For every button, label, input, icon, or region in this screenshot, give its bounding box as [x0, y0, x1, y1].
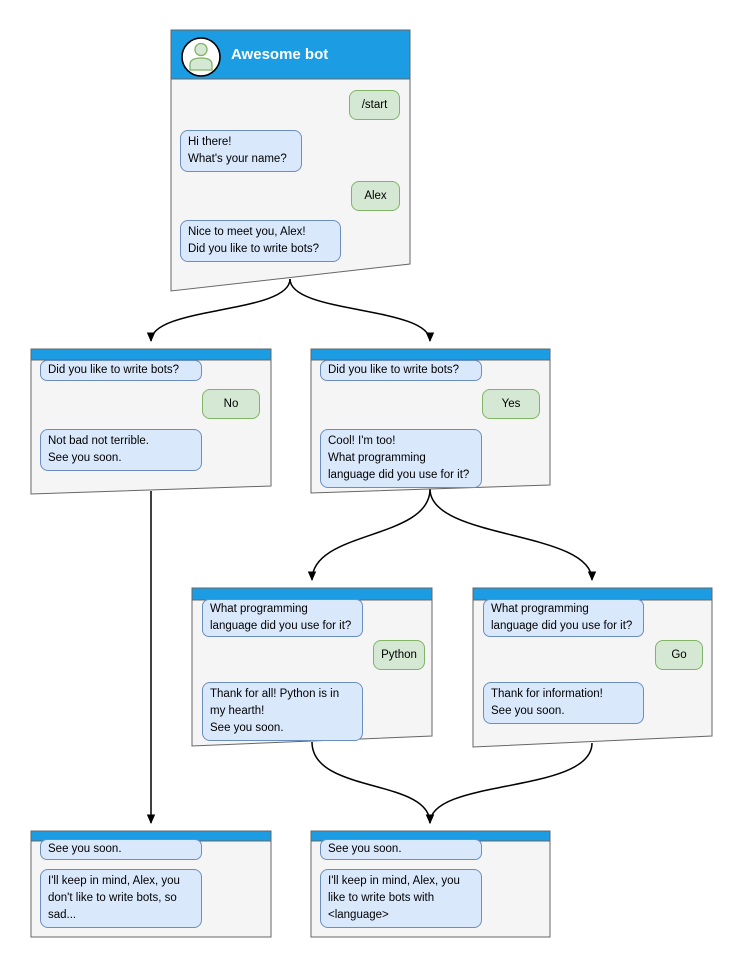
user-message-python: Python	[373, 640, 425, 670]
bot-message-nice-to-meet: Nice to meet you, Alex! Did you like to …	[180, 220, 341, 262]
bot-message-go-thanks: Thank for information! See you soon.	[483, 682, 644, 724]
person-icon	[189, 42, 213, 71]
edge-yes-to-python	[307, 488, 431, 581]
bot-message-python-thanks: Thank for all! Python is in my hearth! S…	[202, 682, 363, 741]
edge-main-to-yes	[289, 278, 435, 342]
bot-message-language-question: What programming language did you use fo…	[483, 599, 644, 637]
bot-message-see-you-soon: See you soon.	[320, 839, 482, 860]
user-message-go: Go	[655, 640, 703, 670]
header-branch-no	[30, 348, 272, 361]
bot-message-cool: Cool! I'm too! What programming language…	[320, 429, 482, 488]
edge-yes-to-go	[429, 488, 597, 581]
avatar	[181, 37, 221, 77]
bot-message-greeting: Hi there! What's your name?	[180, 130, 302, 172]
connector-arrows	[146, 278, 597, 824]
edge-python-to-end	[311, 741, 435, 824]
bot-message-see-you-soon: See you soon.	[40, 839, 202, 860]
bot-message-keep-in-mind-no: I'll keep in mind, Alex, you don't like …	[40, 869, 202, 928]
header-branch-yes	[310, 348, 551, 361]
edge-main-to-no	[146, 278, 291, 342]
window-title: Awesome bot	[231, 46, 329, 63]
bot-message-keep-in-mind-yes: I'll keep in mind, Alex, you like to wri…	[320, 869, 482, 928]
user-message-no: No	[202, 389, 260, 419]
edge-go-to-end	[425, 742, 593, 824]
user-message-start: /start	[349, 90, 400, 120]
user-message-name: Alex	[351, 181, 400, 211]
user-message-yes: Yes	[482, 389, 540, 419]
bot-message-language-question: What programming language did you use fo…	[202, 599, 363, 637]
bot-message-question-repeat: Did you like to write bots?	[320, 360, 482, 381]
bot-message-not-bad: Not bad not terrible. See you soon.	[40, 429, 202, 471]
bot-message-question-repeat: Did you like to write bots?	[40, 360, 202, 381]
